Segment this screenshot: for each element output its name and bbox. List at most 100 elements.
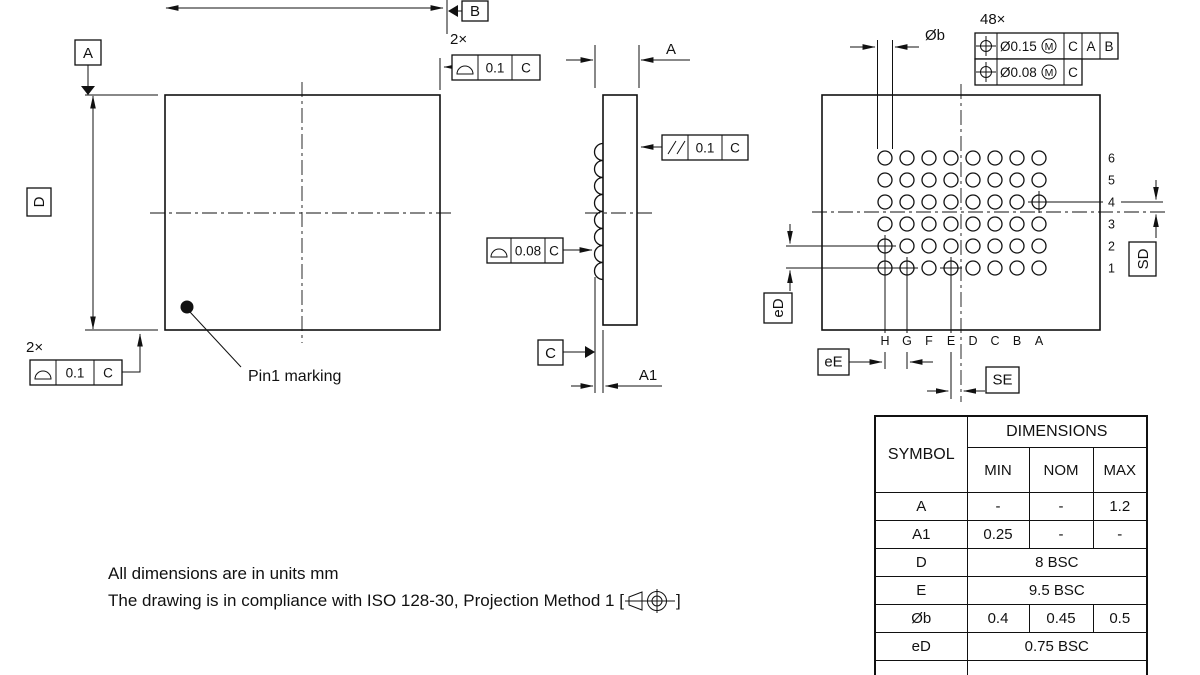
solder-ball [921, 260, 937, 276]
solder-ball [899, 150, 915, 166]
table-cell-symbol: E [874, 576, 968, 605]
solder-ball [943, 194, 959, 210]
fcf-profile-top: 2× 0.1 C [439, 31, 541, 90]
ball-row-label: 6 [1108, 152, 1115, 166]
solder-ball [1031, 150, 1047, 166]
dimensions-table: SYMBOL DIMENSIONS MIN NOM MAX A - - 1.2 … [874, 415, 1148, 675]
side-view: A 0.1 C 0.08 C C [486, 41, 749, 393]
ball-column-label: G [902, 334, 912, 348]
dimension-ball-diameter: Øb [850, 27, 945, 149]
fcf-datum: C [103, 366, 113, 381]
table-cell: 0.45 [1028, 604, 1094, 633]
solder-ball [1009, 194, 1025, 210]
solder-ball [1009, 216, 1025, 232]
table-cell-span [966, 660, 1148, 675]
first-angle-projection-icon [624, 588, 675, 613]
solder-ball [1009, 150, 1025, 166]
datum-a-box [74, 39, 102, 66]
ball-row-label: 3 [1108, 218, 1115, 232]
position-tolerance-icon [976, 36, 996, 56]
solder-ball [987, 260, 1003, 276]
ball-crosshair [874, 235, 896, 257]
table-cell-symbol: A1 [874, 520, 968, 549]
pin1-marking-label: Pin1 marking [248, 368, 341, 385]
table-cell-symbol: Øb [874, 604, 968, 633]
fcf-tolerance: 0.1 [486, 61, 505, 76]
datum-c: C [537, 339, 595, 366]
ball-crosshair [874, 257, 896, 279]
datum-a-label: A [83, 45, 93, 62]
solder-ball [921, 238, 937, 254]
table-dimensions-header: DIMENSIONS [966, 415, 1148, 448]
fcf-datum: C [1068, 39, 1078, 54]
table-row: A - - 1.2 [874, 492, 1148, 521]
table-col-min: MIN [966, 447, 1030, 493]
ball-row-label: 1 [1108, 262, 1115, 276]
profile-surface-icon [34, 370, 52, 380]
table-cell: 0.25 [966, 520, 1030, 549]
dimension-d: D [26, 94, 158, 331]
basic-dim-box [1128, 241, 1157, 277]
package-body-outline [164, 94, 441, 331]
solder-ball [987, 172, 1003, 188]
dim-ed-label: eD [770, 298, 787, 317]
datum-c-box [537, 339, 564, 366]
ball-crosshair [940, 257, 962, 279]
dimension-se: SE [927, 277, 1020, 399]
table-row: D 8 BSC [874, 548, 1148, 577]
datum-b-label: B [470, 3, 480, 20]
dimension-ee: eE [817, 277, 933, 376]
dimension-ed: eD [763, 224, 876, 324]
ball-column-label: E [947, 334, 955, 348]
basic-dim-box [817, 348, 850, 376]
table-row: E 9.5 BSC [874, 576, 1148, 605]
solder-ball [943, 150, 959, 166]
position-tolerance-icon [976, 62, 996, 82]
table-cell-span: 0.75 BSC [966, 632, 1148, 661]
mmc-modifier-label: M [1045, 41, 1054, 53]
dim-ob-label: Øb [925, 27, 945, 44]
ball-column-label: C [990, 334, 999, 348]
fcf-datum: C [521, 61, 531, 76]
solder-ball [899, 238, 915, 254]
qty-balls-label: 48× [980, 11, 1005, 28]
datum-triangle-icon [81, 86, 95, 95]
solder-ball [877, 194, 893, 210]
solder-ball [943, 172, 959, 188]
solder-ball [899, 216, 915, 232]
datum-triangle-icon [585, 346, 595, 358]
notes: All dimensions are in units mm The drawi… [108, 560, 681, 614]
solder-ball [943, 216, 959, 232]
dimension-sd: SD [1048, 180, 1163, 277]
fcf-tolerance: Ø0.15 [1000, 39, 1037, 54]
dim-se-label: SE [992, 372, 1012, 389]
solder-ball [921, 216, 937, 232]
table-cell: 0.4 [966, 604, 1030, 633]
note-projection-close: ] [675, 590, 681, 610]
dimension-e-and-datum-b: B [165, 0, 489, 34]
table-row: Øb 0.4 0.45 0.5 [874, 604, 1148, 633]
solder-ball [943, 238, 959, 254]
solder-ball [1031, 238, 1047, 254]
dim-sd-label: SD [1135, 248, 1152, 269]
fcf-tolerance: 0.1 [66, 366, 85, 381]
solder-ball [965, 172, 981, 188]
ball-column-label: A [1035, 334, 1044, 348]
solder-ball [1031, 216, 1047, 232]
fcf-datum: C [730, 141, 740, 156]
dim-d-label: D [31, 196, 48, 207]
table-cell: - [1028, 492, 1094, 521]
solder-ball [1031, 172, 1047, 188]
solder-ball [1009, 238, 1025, 254]
table-row: A1 0.25 - - [874, 520, 1148, 549]
table-symbol-header: SYMBOL [874, 415, 968, 493]
qty-label: 2× [26, 339, 43, 356]
solder-ball [921, 150, 937, 166]
fcf-position-stack: 48× Ø0.15 M C A B Ø0.08 M C [974, 11, 1119, 86]
fcf-datum: C [549, 244, 559, 259]
datum-b-box [461, 0, 489, 22]
table-cell-symbol: D [874, 548, 968, 577]
top-view: Pin1 marking D A B 2× [26, 0, 541, 386]
